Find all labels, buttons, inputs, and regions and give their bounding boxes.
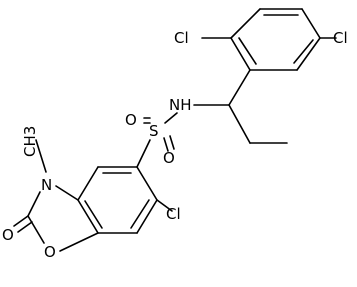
bond [230,8,261,39]
nh-label: NH [169,96,192,114]
ring-oxygen-label: O [44,243,56,261]
bond [301,8,321,39]
bond [17,221,33,233]
atom-label-layer: Cl Cl NH S O O N CH3 Cl O O [2,29,348,261]
bond [238,37,257,65]
bond [13,215,29,227]
bond [27,191,41,217]
bond [136,166,158,201]
bond [35,139,47,173]
carbonyl-oxygen-label: O [2,226,14,244]
bond [228,69,251,106]
bond [77,199,99,234]
bond [55,185,79,201]
bond [84,200,103,229]
ring-nitrogen-label: N [41,176,52,194]
bond [163,137,169,152]
bond [130,199,150,229]
bond [230,37,251,71]
methyl-label: CH3 [21,126,39,157]
bond [296,37,321,71]
bond [156,199,173,212]
bond [77,166,99,201]
bond [164,112,178,124]
oxygen-upper-label: O [125,111,137,129]
ring-chlorine-label: Cl [166,205,181,223]
bond [228,104,251,144]
chlorine-top-left-label: Cl [174,29,189,47]
bond [169,135,175,150]
bond [293,39,314,64]
chlorine-top-right-label: Cl [333,29,348,47]
oxygen-lower-label: O [163,149,175,167]
bond [27,215,45,244]
bond [136,139,151,168]
sulfur-label: S [149,122,159,140]
bond [59,232,99,252]
bond-layer [13,8,337,252]
bond [136,199,158,234]
